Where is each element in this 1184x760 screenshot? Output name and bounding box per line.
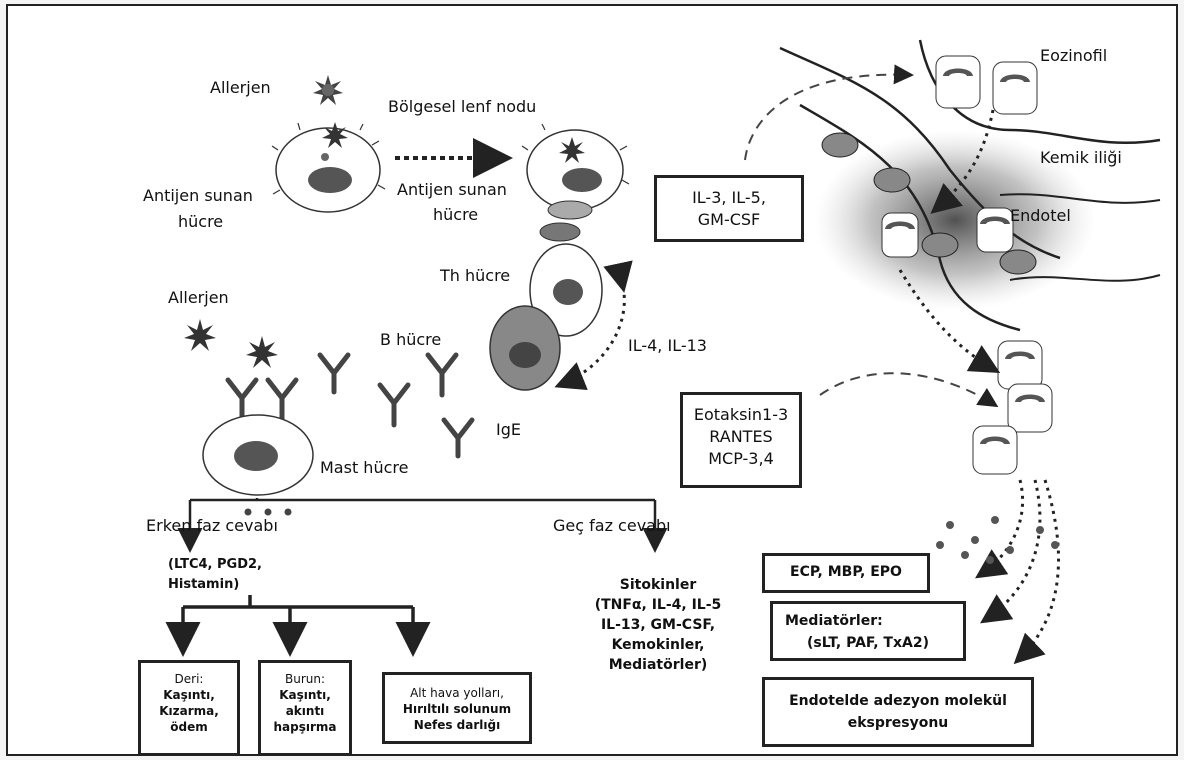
- endotelde-box: Endotelde adezyon molekül ekspresyonu: [762, 677, 1034, 747]
- ige-label: IgE: [496, 420, 521, 439]
- apc-left-label-2: hücre: [178, 212, 223, 231]
- deri-box: Deri: Kaşıntı, Kızarma, ödem: [138, 660, 240, 756]
- eotaksin-box: Eotaksin1-3 RANTES MCP-3,4: [680, 392, 802, 488]
- il3-box: IL-3, IL-5, GM-CSF: [654, 175, 804, 242]
- mediatorler-line: Mediatörler:: [773, 610, 963, 632]
- mediatorler-box: Mediatörler: (sLT, PAF, TxA2): [770, 601, 966, 661]
- b-cell: [490, 306, 560, 390]
- dashed-arrow-eotaksin: [820, 373, 995, 405]
- eozinofil-label: Eozinofil: [1040, 46, 1107, 65]
- allergen-star-mid-1: [184, 319, 216, 351]
- early-mediators-line-2: Histamin): [168, 577, 239, 592]
- alt-hava-box: Alt hava yolları, Hırıltılı solunum Nefe…: [382, 672, 532, 744]
- deri-line: Kaşıntı,: [141, 687, 237, 703]
- cytokines-line: IL-13, GM-CSF,: [563, 615, 753, 635]
- deri-line: ödem: [141, 719, 237, 735]
- mediatorler-line: (sLT, PAF, TxA2): [773, 632, 963, 654]
- eotaksin-line: Eotaksin1-3: [683, 404, 799, 426]
- alt-hava-line: Alt hava yolları,: [385, 685, 529, 701]
- endotelde-line: Endotelde adezyon molekül: [765, 690, 1031, 712]
- apc-left-cell: [272, 122, 385, 212]
- il3-line: IL-3, IL-5,: [657, 187, 801, 209]
- endotel-label: Endotel: [1010, 206, 1071, 225]
- burun-line: akıntı: [261, 703, 349, 719]
- alt-hava-line: Hırıltılı solunum: [385, 701, 529, 717]
- apc-mid-cell: [522, 124, 629, 210]
- burun-box: Burun: Kaşıntı, akıntı hapşırma: [258, 660, 352, 756]
- apc-mid-label-1: Antijen sunan: [397, 180, 507, 199]
- granule-dots: [936, 516, 1059, 564]
- th-cell-label: Th hücre: [440, 266, 510, 285]
- mast-cell-label: Mast hücre: [320, 458, 408, 477]
- il3-line: GM-CSF: [657, 209, 801, 231]
- il4-label: IL-4, IL-13: [628, 336, 707, 355]
- deri-line: Kızarma,: [141, 703, 237, 719]
- cytokines-line: Kemokinler,: [563, 635, 753, 655]
- cytokines-line: Mediatörler): [563, 655, 753, 675]
- burun-line: Burun:: [261, 671, 349, 687]
- alt-hava-line: Nefes darlığı: [385, 717, 529, 733]
- burun-line: Kaşıntı,: [261, 687, 349, 703]
- symptom-arrows: [183, 595, 413, 650]
- ecp-box: ECP, MBP, EPO: [762, 553, 930, 593]
- allergen-star-mid-2: [246, 336, 278, 368]
- early-mediators-line-1: (LTC4, PGD2,: [168, 557, 262, 572]
- late-phase-label: Geç faz cevabı: [553, 516, 671, 535]
- early-phase-label: Erken faz cevabı: [146, 516, 278, 535]
- mhc-tcr-connectors: [540, 201, 592, 241]
- cytokines-line: (TNFα, IL-4, IL-5: [563, 595, 753, 615]
- kemik-iligi-label: Kemik iliği: [1040, 148, 1122, 167]
- dotted-arrow-endotel-adhesion: [1018, 480, 1059, 660]
- endotelde-line: ekspresyonu: [765, 712, 1031, 734]
- allerjen-mid-label: Allerjen: [168, 288, 229, 307]
- eotaksin-line: MCP-3,4: [683, 448, 799, 470]
- apc-mid-label-2: hücre: [433, 205, 478, 224]
- cytokines-line: Sitokinler: [563, 575, 753, 595]
- b-cell-label: B hücre: [380, 330, 441, 349]
- burun-line: hapşırma: [261, 719, 349, 735]
- deri-line: Deri:: [141, 671, 237, 687]
- apc-left-label-1: Antijen sunan: [143, 186, 253, 205]
- ecp-line: ECP, MBP, EPO: [765, 556, 927, 588]
- cytokines-label: Sitokinler (TNFα, IL-4, IL-5 IL-13, GM-C…: [563, 575, 753, 675]
- lymph-node-label: Bölgesel lenf nodu: [388, 97, 536, 116]
- eotaksin-line: RANTES: [683, 426, 799, 448]
- allerjen-top-label: Allerjen: [210, 78, 271, 97]
- allergen-star-top: [313, 75, 343, 105]
